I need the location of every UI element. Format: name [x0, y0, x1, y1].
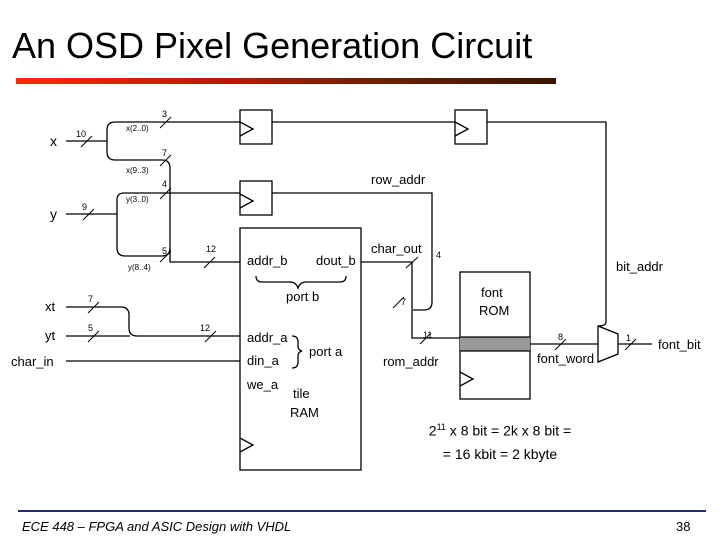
tile-label: tile — [293, 386, 310, 401]
yt-width: 5 — [88, 323, 93, 333]
char-out-7-width: 7 — [401, 297, 406, 307]
addr-b-label: addr_b — [247, 253, 287, 268]
xt-wire — [66, 306, 240, 337]
port-b-bracket — [255, 275, 347, 291]
din-a-label: din_a — [247, 353, 280, 368]
rom-band — [460, 337, 530, 351]
y-high-width: 5 — [162, 246, 167, 256]
char-out-width: 4 — [436, 250, 441, 260]
addr-a-width: 12 — [200, 323, 210, 333]
row-addr-wire — [272, 192, 433, 311]
font-word-label: font_word — [537, 351, 594, 366]
xt-label: xt — [45, 299, 56, 314]
x-low-wire — [106, 121, 240, 141]
x-low-width: 3 — [162, 109, 167, 119]
tile-ram-block — [239, 227, 362, 471]
row-addr-label: row_addr — [371, 172, 426, 187]
font-bit-width: 1 — [626, 333, 631, 343]
title-underline — [16, 78, 556, 84]
xt-width: 7 — [88, 294, 93, 304]
port-a-bracket — [291, 335, 303, 369]
addr-a-label: addr_a — [247, 330, 288, 345]
we-a-label: we_a — [246, 377, 279, 392]
memory-calculation: 211 x 8 bit = 2k x 8 bit = = 16 kbit = 2… — [400, 416, 600, 466]
x-label: x — [50, 133, 57, 149]
addr-b-width: 12 — [206, 244, 216, 254]
y-low-register — [239, 180, 273, 216]
x-low-register — [239, 109, 273, 145]
page-title: An OSD Pixel Generation Circuit — [12, 25, 533, 66]
dout-b-label: dout_b — [316, 253, 356, 268]
bit-addr-label: bit_addr — [616, 259, 664, 274]
port-b-label: port b — [286, 289, 319, 304]
y-high-label: y(8..4) — [128, 263, 151, 272]
x-width: 10 — [76, 129, 86, 139]
rom-addr-width: 11 — [423, 330, 432, 340]
yt-label: yt — [45, 328, 56, 343]
y-label: y — [50, 206, 57, 222]
x-low-label: x(2..0) — [126, 124, 149, 133]
x-high-label: x(9..3) — [126, 166, 149, 175]
calc-line-2: = 16 kbit = 2 kbyte — [442, 445, 558, 462]
rom-addr-label: rom_addr — [383, 354, 439, 369]
rom-font-label: font — [481, 285, 503, 300]
font-bit-label: font_bit — [658, 337, 701, 352]
port-a-label: port a — [309, 344, 343, 359]
char-out-label: char_out — [371, 241, 422, 256]
ram-label: RAM — [290, 405, 319, 420]
y-low-wire — [116, 192, 240, 214]
char-out-wire — [361, 261, 460, 339]
font-word-width: 8 — [558, 332, 563, 342]
footer-rule — [18, 510, 706, 512]
bit-mux — [597, 325, 619, 363]
char-in-label: char_in — [11, 354, 54, 369]
y-width: 9 — [82, 202, 87, 212]
bit-addr-wire — [487, 121, 607, 327]
x-second-register — [454, 109, 488, 145]
calc-line-1: 211 x 8 bit = 2k x 8 bit = — [428, 422, 572, 439]
x-high-wire — [106, 141, 240, 263]
rom-rom-label: ROM — [479, 303, 509, 318]
y-low-width: 4 — [162, 179, 167, 189]
page-number: 38 — [676, 519, 691, 534]
x-high-width: 7 — [162, 148, 167, 158]
y-low-label: y(3..0) — [126, 195, 149, 204]
footer-course: ECE 448 – FPGA and ASIC Design with VHDL — [22, 519, 292, 534]
